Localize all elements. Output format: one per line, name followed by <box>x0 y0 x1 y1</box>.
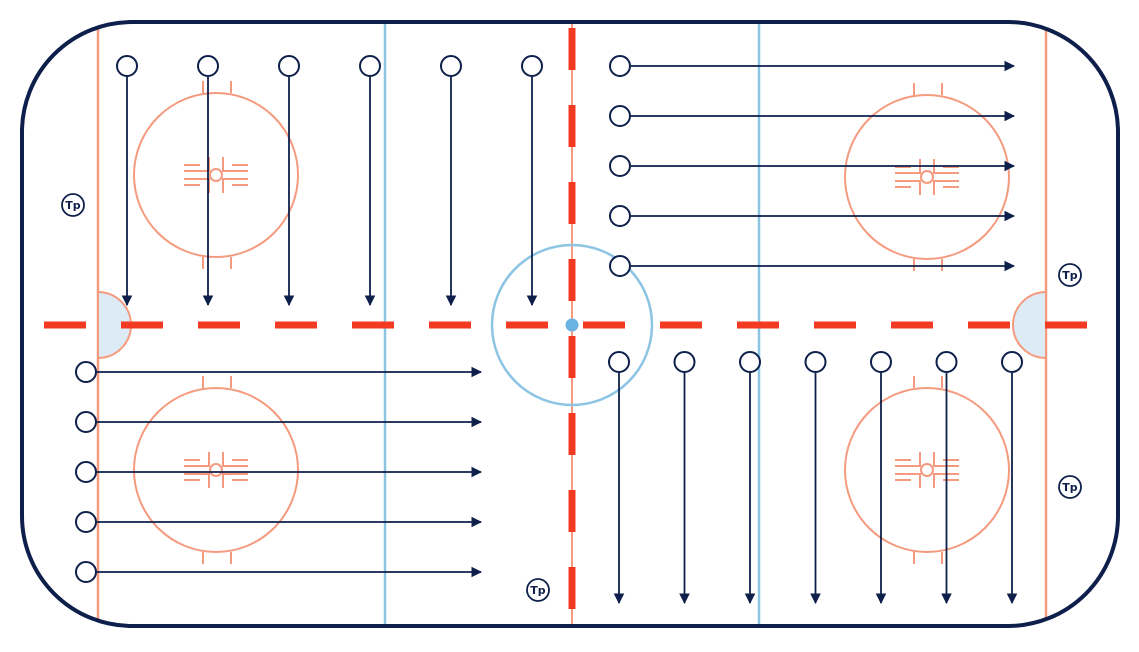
player-marker <box>1001 351 1023 373</box>
faceoff-ring <box>133 387 299 553</box>
player-marker <box>609 155 631 177</box>
player-marker <box>75 361 97 383</box>
player-marker <box>359 55 381 77</box>
faceoff-dot <box>920 463 934 477</box>
player-marker <box>739 351 761 373</box>
player-marker <box>521 55 543 77</box>
player-marker <box>804 351 827 373</box>
drill-paths <box>75 55 1023 605</box>
player-marker <box>75 511 97 533</box>
center-circle <box>490 243 654 407</box>
faceoff-dot <box>209 463 223 477</box>
coach-marker-label: Tp <box>65 199 81 212</box>
player-marker <box>609 255 631 277</box>
player-marker <box>75 561 97 583</box>
player-marker <box>609 55 631 77</box>
coach-marker[interactable]: Tp <box>526 578 550 602</box>
player-marker <box>197 55 219 77</box>
faceoff-circle <box>133 376 299 564</box>
player-marker <box>278 55 300 77</box>
coach-marker-label: Tp <box>1062 481 1078 494</box>
faceoff-ring <box>844 387 1010 553</box>
faceoff-l-mark <box>184 157 210 172</box>
coach-marker-label: Tp <box>530 584 546 597</box>
faceoff-l-mark <box>895 473 921 488</box>
faceoff-ring <box>133 92 299 258</box>
faceoff-l-mark <box>895 159 921 174</box>
coach-marker[interactable]: Tp <box>1058 475 1082 499</box>
player-marker <box>935 351 958 373</box>
faceoff-ring <box>844 94 1010 260</box>
faceoff-l-mark <box>222 452 248 467</box>
player-marker <box>870 351 892 373</box>
faceoff-l-mark <box>184 473 210 488</box>
faceoff-l-mark <box>933 180 959 195</box>
player-marker <box>673 351 696 373</box>
faceoff-dot <box>209 168 223 182</box>
coach-marker[interactable]: Tp <box>1058 263 1082 287</box>
player-marker <box>116 55 138 77</box>
faceoff-circles <box>133 81 1010 564</box>
player-marker <box>75 461 97 483</box>
faceoff-l-mark <box>222 473 248 488</box>
faceoff-l-mark <box>933 452 959 467</box>
faceoff-l-mark <box>184 452 210 467</box>
player-marker <box>75 411 97 433</box>
coach-marker-label: Tp <box>1062 269 1078 282</box>
faceoff-circle <box>133 81 299 269</box>
faceoff-circle <box>844 83 1010 271</box>
player-marker <box>608 351 630 373</box>
faceoff-l-mark <box>895 452 921 467</box>
player-marker <box>609 205 631 227</box>
faceoff-l-mark <box>933 159 959 174</box>
faceoff-l-mark <box>184 178 210 193</box>
faceoff-l-mark <box>222 157 248 172</box>
rink-boards <box>20 20 1120 628</box>
coach-marker[interactable]: Tp <box>61 193 85 217</box>
player-marker <box>609 105 631 127</box>
faceoff-circle <box>844 376 1010 564</box>
player-marker <box>440 55 462 77</box>
faceoff-l-mark <box>222 178 248 193</box>
center-faceoff-dot <box>565 318 579 332</box>
goal-crease-right <box>1012 290 1047 360</box>
faceoff-dot <box>920 170 934 184</box>
faceoff-l-mark <box>895 180 921 195</box>
faceoff-l-mark <box>933 473 959 488</box>
